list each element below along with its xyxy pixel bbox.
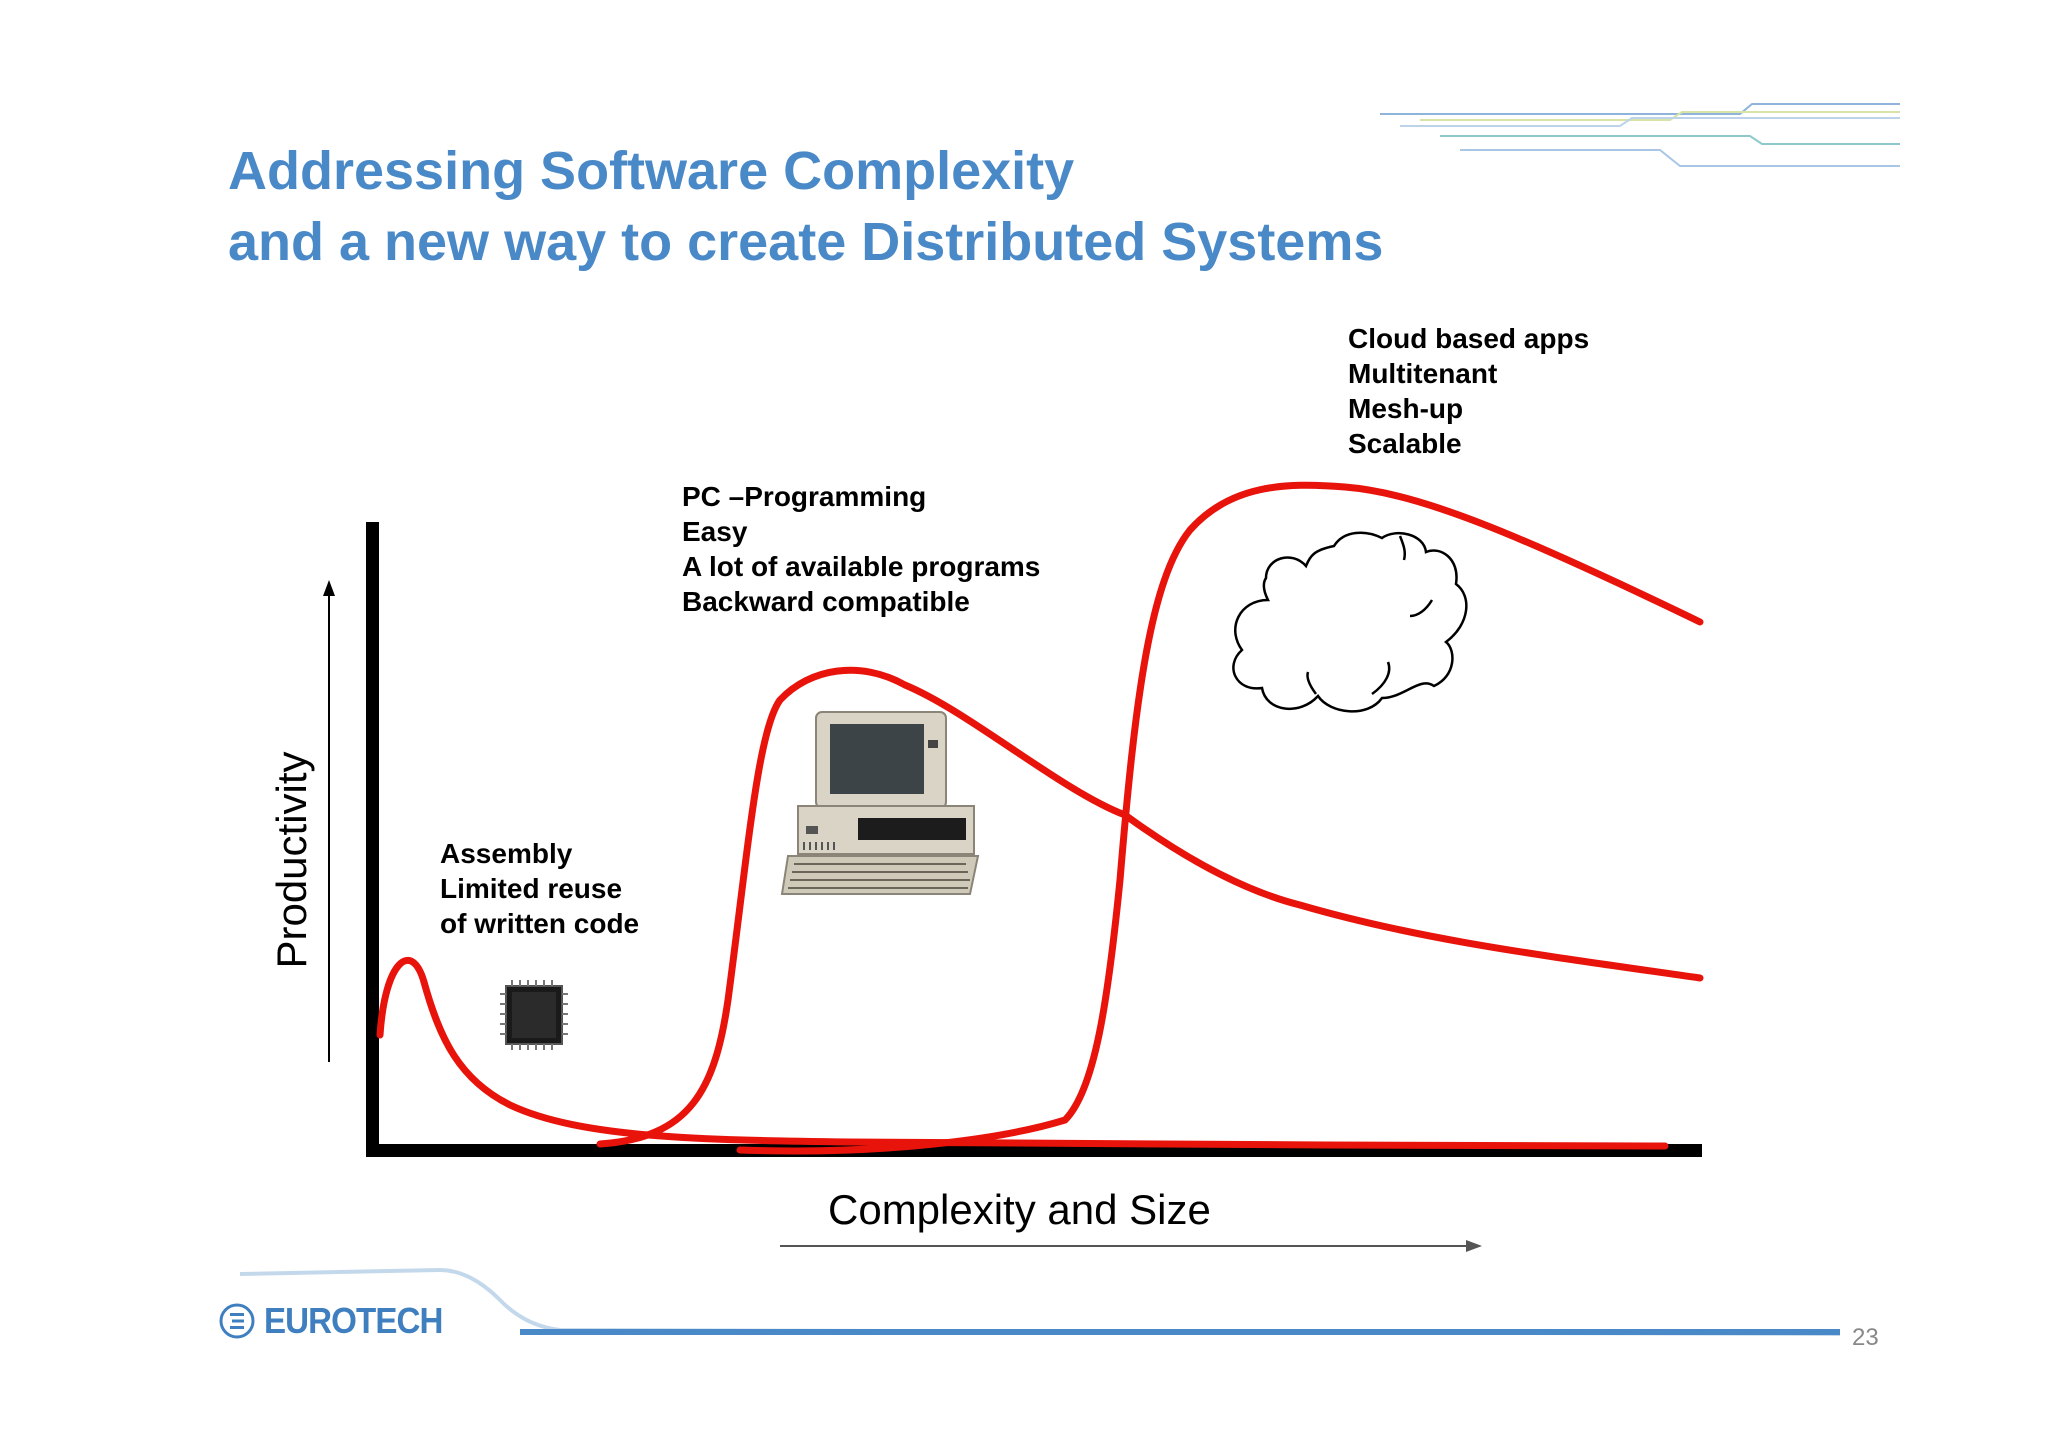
annotation-line: PC –Programming	[682, 481, 927, 512]
annotation-line: Easy	[682, 516, 748, 547]
title-line-1: Addressing Software Complexity	[228, 141, 1075, 201]
productivity-curves	[376, 481, 1704, 1155]
x-axis-label: Complexity and Size	[828, 1186, 1211, 1233]
assembly-annotation: Assembly Limited reuse of written code	[440, 836, 639, 941]
logo-text: EUROTECH	[264, 1300, 443, 1341]
microchip-icon	[500, 980, 568, 1050]
slide-title: Addressing Software Complexity and a new…	[228, 136, 1383, 278]
annotation-line: Cloud based apps	[1348, 323, 1590, 354]
annotation-line: Assembly	[440, 838, 573, 869]
cloud-icon	[1232, 531, 1468, 713]
y-axis	[366, 522, 379, 1154]
y-axis-label: Productivity	[268, 751, 315, 969]
assembly-curve	[376, 957, 1669, 1150]
footer-decoration	[239, 1267, 1841, 1336]
complexity-arrow	[780, 1240, 1482, 1252]
page-number: 23	[1852, 1324, 1879, 1351]
annotation-line: Multitenant	[1348, 358, 1498, 389]
cloud-curve	[736, 481, 1704, 1155]
annotation-line: A lot of available programs	[682, 551, 1041, 582]
eurotech-logo: EUROTECH	[218, 1300, 458, 1342]
pc-curve	[596, 666, 1704, 1148]
annotation-line: Scalable	[1348, 428, 1462, 459]
title-line-2: and a new way to create Distributed Syst…	[228, 212, 1384, 272]
desktop-computer-icon	[780, 711, 980, 895]
header-decoration	[1380, 103, 1900, 167]
annotation-line: Mesh-up	[1348, 393, 1464, 424]
cloud-annotation: Cloud based apps Multitenant Mesh-up Sca…	[1348, 321, 1589, 461]
annotation-line: Limited reuse	[440, 873, 623, 904]
pc-annotation: PC –Programming Easy A lot of available …	[682, 479, 1040, 619]
productivity-arrow	[323, 580, 335, 1062]
eurotech-logo-icon	[219, 1303, 255, 1339]
annotation-line: Backward compatible	[682, 586, 970, 617]
annotation-line: of written code	[440, 908, 640, 939]
